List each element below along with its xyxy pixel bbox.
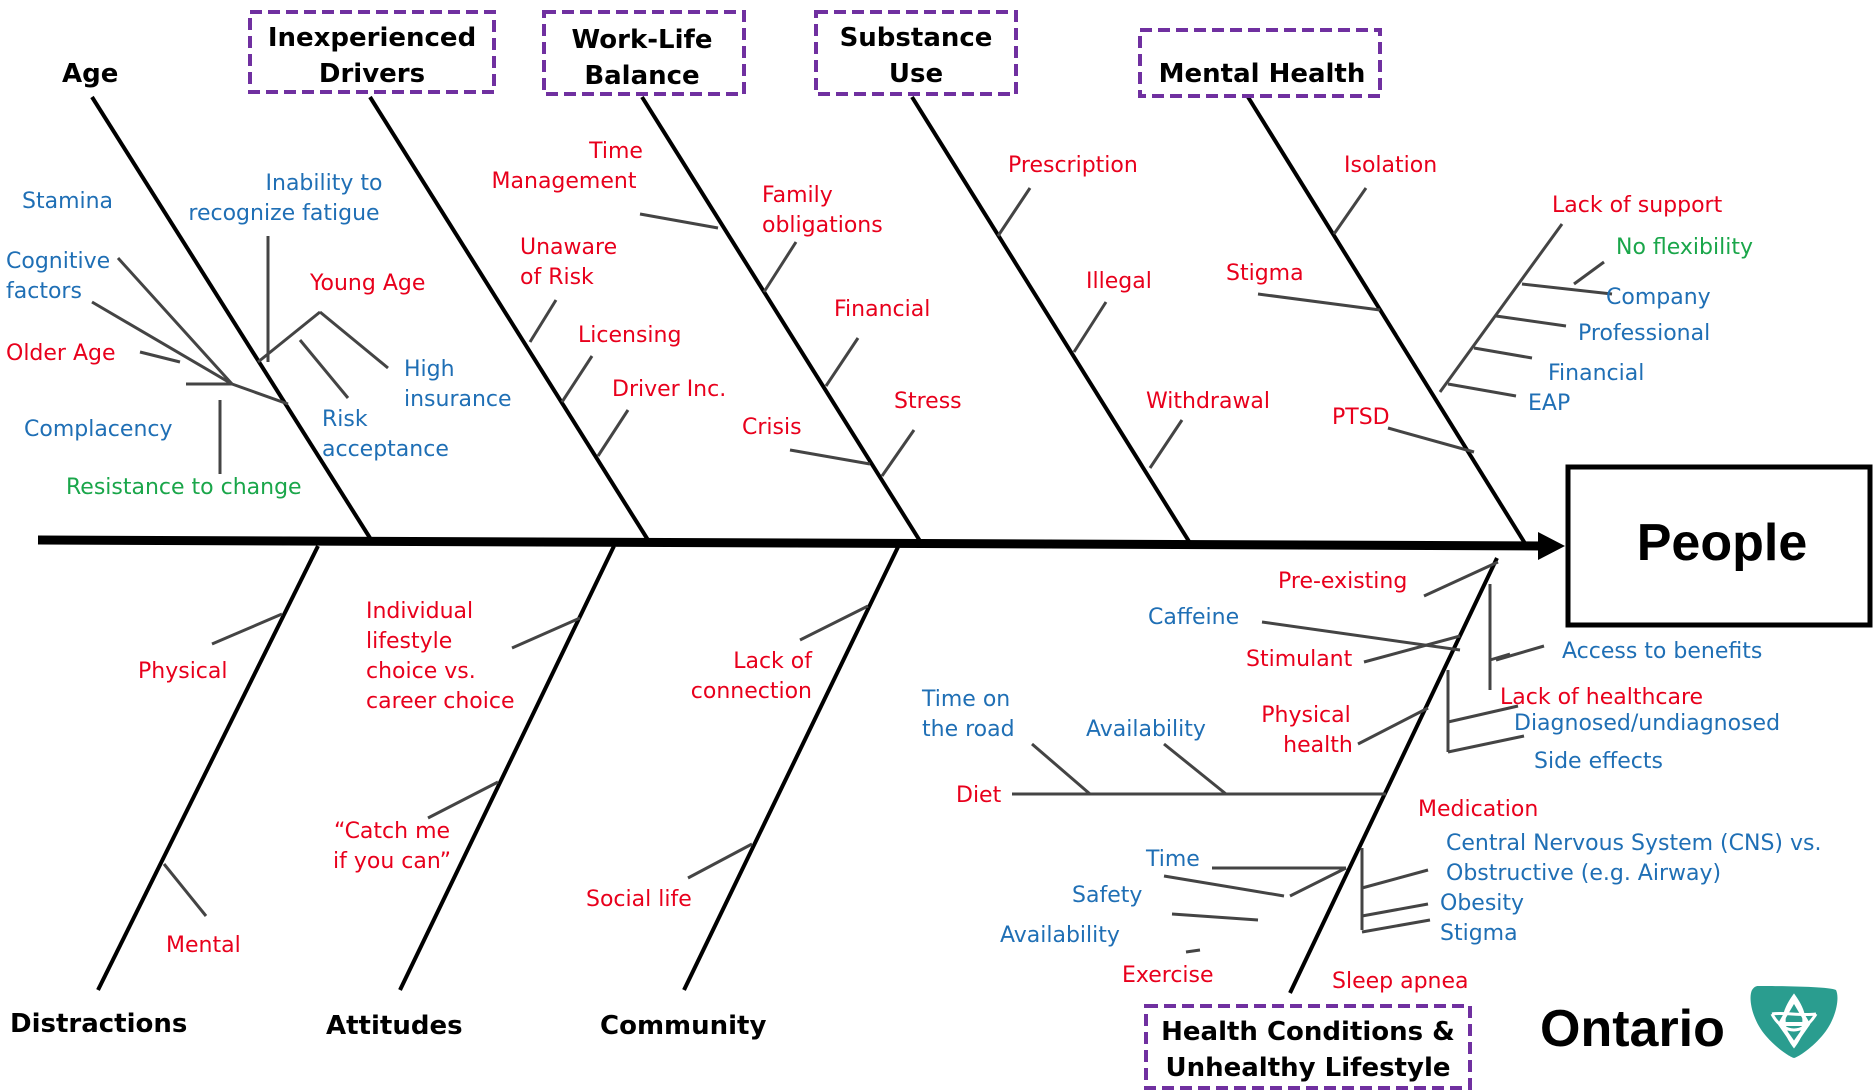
cause-isolation: Isolation — [1344, 153, 1437, 178]
cause-caffeine: Caffeine — [1148, 605, 1239, 630]
category-labels-bottom: Distractions Attitudes Community Health … — [10, 1004, 1472, 1090]
cause-stamina: Stamina — [22, 189, 113, 214]
cause-lack-conn-line1: Lack of — [733, 649, 813, 674]
cause-pre-existing: Pre-existing — [1278, 569, 1407, 594]
cause-catch-me-line1: “Catch me — [334, 819, 450, 844]
cause-individual-line1: Individual — [366, 599, 473, 624]
cause-eap: EAP — [1528, 391, 1570, 416]
cause-time-mgmt-line2: Management — [492, 169, 637, 194]
category-inexperienced-line2: Drivers — [319, 59, 425, 89]
cause-availability-1: Availability — [1086, 717, 1206, 742]
cause-lack-healthcare: Lack of healthcare — [1500, 685, 1703, 710]
cause-stimulant: Stimulant — [1246, 647, 1353, 672]
spine — [37, 532, 1565, 560]
cause-older-age: Older Age — [6, 341, 116, 366]
cause-withdrawal: Withdrawal — [1146, 389, 1270, 414]
cause-medication: Medication — [1418, 797, 1538, 822]
category-box-mental — [1138, 28, 1382, 98]
cause-diagnosed: Diagnosed/undiagnosed — [1514, 711, 1780, 736]
cause-availability-2: Availability — [1000, 923, 1120, 948]
cause-individual-line2: lifestyle — [366, 629, 452, 654]
cause-family-line2: obligations — [762, 213, 883, 238]
cause-financial-mh: Financial — [1548, 361, 1644, 386]
cause-catch-me-line2: if you can” — [333, 849, 451, 874]
cause-inability-line2: recognize fatigue — [188, 201, 379, 226]
cause-obesity: Obesity — [1440, 891, 1524, 916]
cause-driver-inc: Driver Inc. — [612, 377, 726, 402]
cause-diet: Diet — [956, 783, 1002, 808]
category-age: Age — [62, 59, 118, 89]
cause-young-age: Young Age — [309, 271, 425, 296]
cause-licensing: Licensing — [578, 323, 681, 348]
category-inexperienced-line1: Inexperienced — [268, 23, 476, 53]
cause-company: Company — [1606, 285, 1711, 310]
cause-physical: Physical — [138, 659, 228, 684]
cause-individual-line3: choice vs. — [366, 659, 476, 684]
ontario-wordmark: Ontario — [1540, 1000, 1725, 1058]
cause-cns-line2: Obstructive (e.g. Airway) — [1446, 861, 1721, 886]
cause-family-line1: Family — [762, 183, 833, 208]
cause-resistance: Resistance to change — [66, 475, 302, 500]
cause-mental: Mental — [166, 933, 241, 958]
category-box-worklife — [542, 10, 746, 96]
cause-physical-health-line1: Physical — [1261, 703, 1351, 728]
cause-no-flexibility: No flexibility — [1616, 235, 1753, 260]
cause-complacency: Complacency — [24, 417, 173, 442]
category-box-substance — [814, 10, 1018, 96]
cause-time-road-line1: Time on — [921, 687, 1010, 712]
category-attitudes: Attitudes — [326, 1011, 463, 1041]
category-worklife-line2: Balance — [584, 61, 699, 91]
cause-risk-acceptance-line1: Risk — [322, 407, 368, 432]
category-substance-line1: Substance — [840, 23, 993, 53]
category-distractions: Distractions — [10, 1009, 187, 1039]
cause-access-benefits: Access to benefits — [1562, 639, 1762, 664]
effect-box: People — [1565, 464, 1873, 628]
cause-risk-acceptance-line2: acceptance — [322, 437, 449, 462]
category-community: Community — [600, 1011, 766, 1041]
cause-safety: Safety — [1072, 883, 1142, 908]
cause-ptsd: PTSD — [1332, 405, 1390, 430]
cause-time-mgmt-line1: Time — [588, 139, 643, 164]
cause-inability-line1: Inability to — [266, 171, 383, 196]
cause-stress: Stress — [894, 389, 962, 414]
cause-labels: Stamina Cognitive factors Older Age Comp… — [6, 139, 1821, 994]
main-bones — [90, 95, 1528, 994]
cause-cns-line1: Central Nervous System (CNS) vs. — [1446, 831, 1821, 856]
cause-cognitive-line2: factors — [6, 279, 82, 304]
cause-stigma-sa: Stigma — [1440, 921, 1518, 946]
cause-time-ex: Time — [1145, 847, 1200, 872]
cause-exercise: Exercise — [1122, 963, 1214, 988]
cause-illegal: Illegal — [1086, 269, 1152, 294]
ontario-logo: Ontario — [1540, 986, 1838, 1058]
cause-lack-conn-line2: connection — [691, 679, 812, 704]
cause-sleep-apnea: Sleep apnea — [1332, 969, 1469, 994]
cause-cognitive-line1: Cognitive — [6, 249, 110, 274]
cause-time-road-line2: the road — [922, 717, 1015, 742]
trillium-icon — [1750, 986, 1838, 1058]
cause-social-life: Social life — [586, 887, 692, 912]
category-mental: Mental Health — [1159, 59, 1366, 89]
cause-high-insurance-line2: insurance — [404, 387, 512, 412]
cause-financial-wl: Financial — [834, 297, 930, 322]
cause-physical-health-line2: health — [1283, 733, 1353, 758]
cause-side-effects: Side effects — [1534, 749, 1663, 774]
cause-lack-support: Lack of support — [1552, 193, 1723, 218]
cause-professional: Professional — [1578, 321, 1710, 346]
cause-high-insurance-line1: High — [404, 357, 455, 382]
category-labels: Age Inexperienced Drivers Work-Life Bala… — [62, 10, 1382, 98]
effect-label: People — [1637, 514, 1808, 572]
cause-stigma-mh: Stigma — [1226, 261, 1304, 286]
category-health-line1: Health Conditions & — [1161, 1017, 1455, 1047]
cause-prescription: Prescription — [1008, 153, 1138, 178]
minor-bones — [91, 187, 1613, 954]
category-health-line2: Unhealthy Lifestyle — [1166, 1053, 1451, 1083]
cause-unaware-line2: of Risk — [520, 265, 594, 290]
cause-crisis: Crisis — [742, 415, 802, 440]
cause-unaware-line1: Unaware — [520, 235, 617, 260]
cause-individual-line4: career choice — [366, 689, 515, 714]
category-substance-line2: Use — [889, 59, 943, 89]
category-box-health — [1144, 1004, 1472, 1090]
category-worklife-line1: Work-Life — [572, 25, 713, 55]
